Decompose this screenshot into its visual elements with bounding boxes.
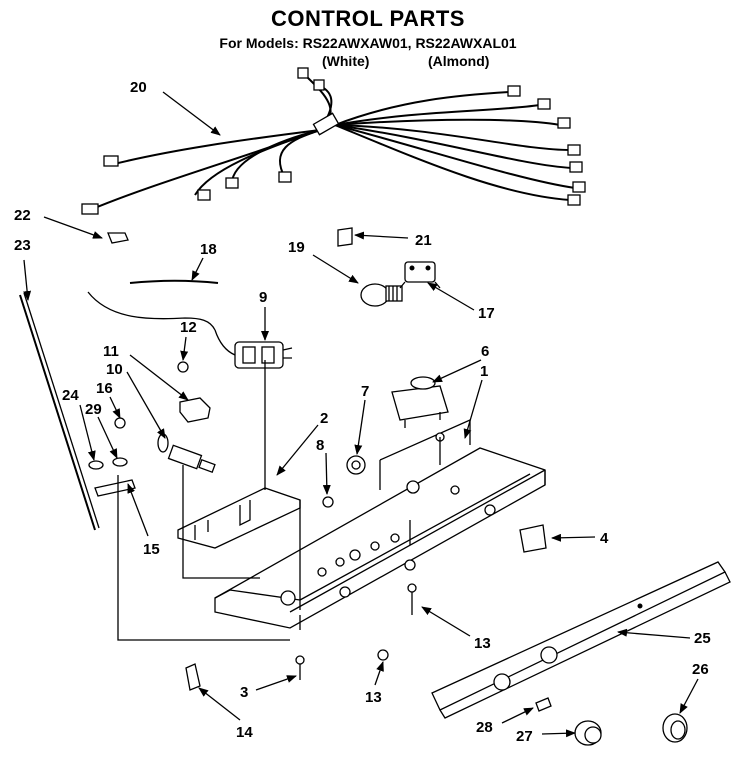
callout-12: 11 — [103, 343, 119, 360]
callout-28: 28 — [476, 719, 493, 736]
spring-28-part — [535, 697, 552, 712]
variant-almond: (Almond) — [428, 53, 490, 69]
callout-13: 12 — [180, 319, 197, 336]
callout-3: 3 — [240, 684, 248, 701]
callout-11: 10 — [106, 361, 123, 378]
nut-16-part — [114, 417, 126, 429]
callout-1: 1 — [480, 363, 488, 380]
callout-7: 13 — [474, 635, 491, 652]
bracket-12-part — [179, 397, 211, 423]
callout-17: 17 — [478, 305, 495, 322]
callout-9: 9 — [259, 289, 267, 306]
clip-14-part — [185, 663, 201, 691]
callout-16: 16 — [96, 380, 113, 397]
callout-20: 20 — [130, 79, 147, 96]
callout-19: 19 — [288, 239, 305, 256]
wire-harness-part — [81, 67, 586, 215]
thermostat-part — [214, 329, 293, 369]
screw-13-part — [177, 361, 189, 373]
clip-21-part — [337, 227, 353, 247]
callout-15: 15 — [143, 541, 160, 558]
callout-27: 27 — [516, 728, 533, 745]
knob-27-part — [574, 720, 602, 746]
callout-26: 26 — [692, 661, 709, 678]
control-housing-part — [214, 418, 546, 630]
screw-13b-part — [377, 649, 389, 661]
bracket-part — [177, 487, 301, 549]
callout-21: 21 — [415, 232, 432, 249]
callout-2: 2 — [320, 410, 328, 427]
callout-25: 25 — [694, 630, 711, 647]
tube-part — [129, 279, 219, 284]
washer-24-part — [88, 460, 104, 470]
callout-23: 23 — [14, 237, 31, 254]
bulb-part — [360, 283, 403, 307]
callout-14: 14 — [236, 724, 253, 741]
connector-4-part — [519, 524, 547, 553]
callout-numbers: 20 22 23 18 19 21 17 9 12 11 10 16 24 29… — [14, 79, 711, 745]
socket-part — [399, 261, 441, 289]
callout-24: 24 — [62, 387, 79, 404]
callout-22: 22 — [14, 207, 31, 224]
assembly-lines — [117, 360, 441, 641]
callout-6: 6 — [481, 343, 489, 360]
callout-13b: 13 — [365, 689, 382, 706]
panel-25-part — [431, 561, 731, 719]
variant-white: (White) — [322, 53, 370, 69]
callout-18: 18 — [200, 241, 217, 258]
callout-29: 29 — [85, 401, 102, 418]
callout-8: 7 — [361, 383, 369, 400]
model-numbers: For Models: RS22AWXAW01, RS22AWXAL01 — [219, 35, 517, 51]
screw-10-part — [322, 496, 334, 508]
knob-11-part — [157, 433, 216, 473]
callout-10: 8 — [316, 437, 324, 454]
link-15-part — [94, 479, 136, 497]
callout-4: 4 — [600, 530, 609, 547]
washer-29-part — [112, 457, 128, 467]
switch-part — [391, 376, 449, 428]
clip-part — [107, 232, 129, 244]
page-title: CONTROL PARTS — [271, 6, 465, 31]
rod-part — [19, 292, 100, 531]
knob-26-part — [662, 713, 688, 743]
leader-lines — [23, 91, 699, 738]
